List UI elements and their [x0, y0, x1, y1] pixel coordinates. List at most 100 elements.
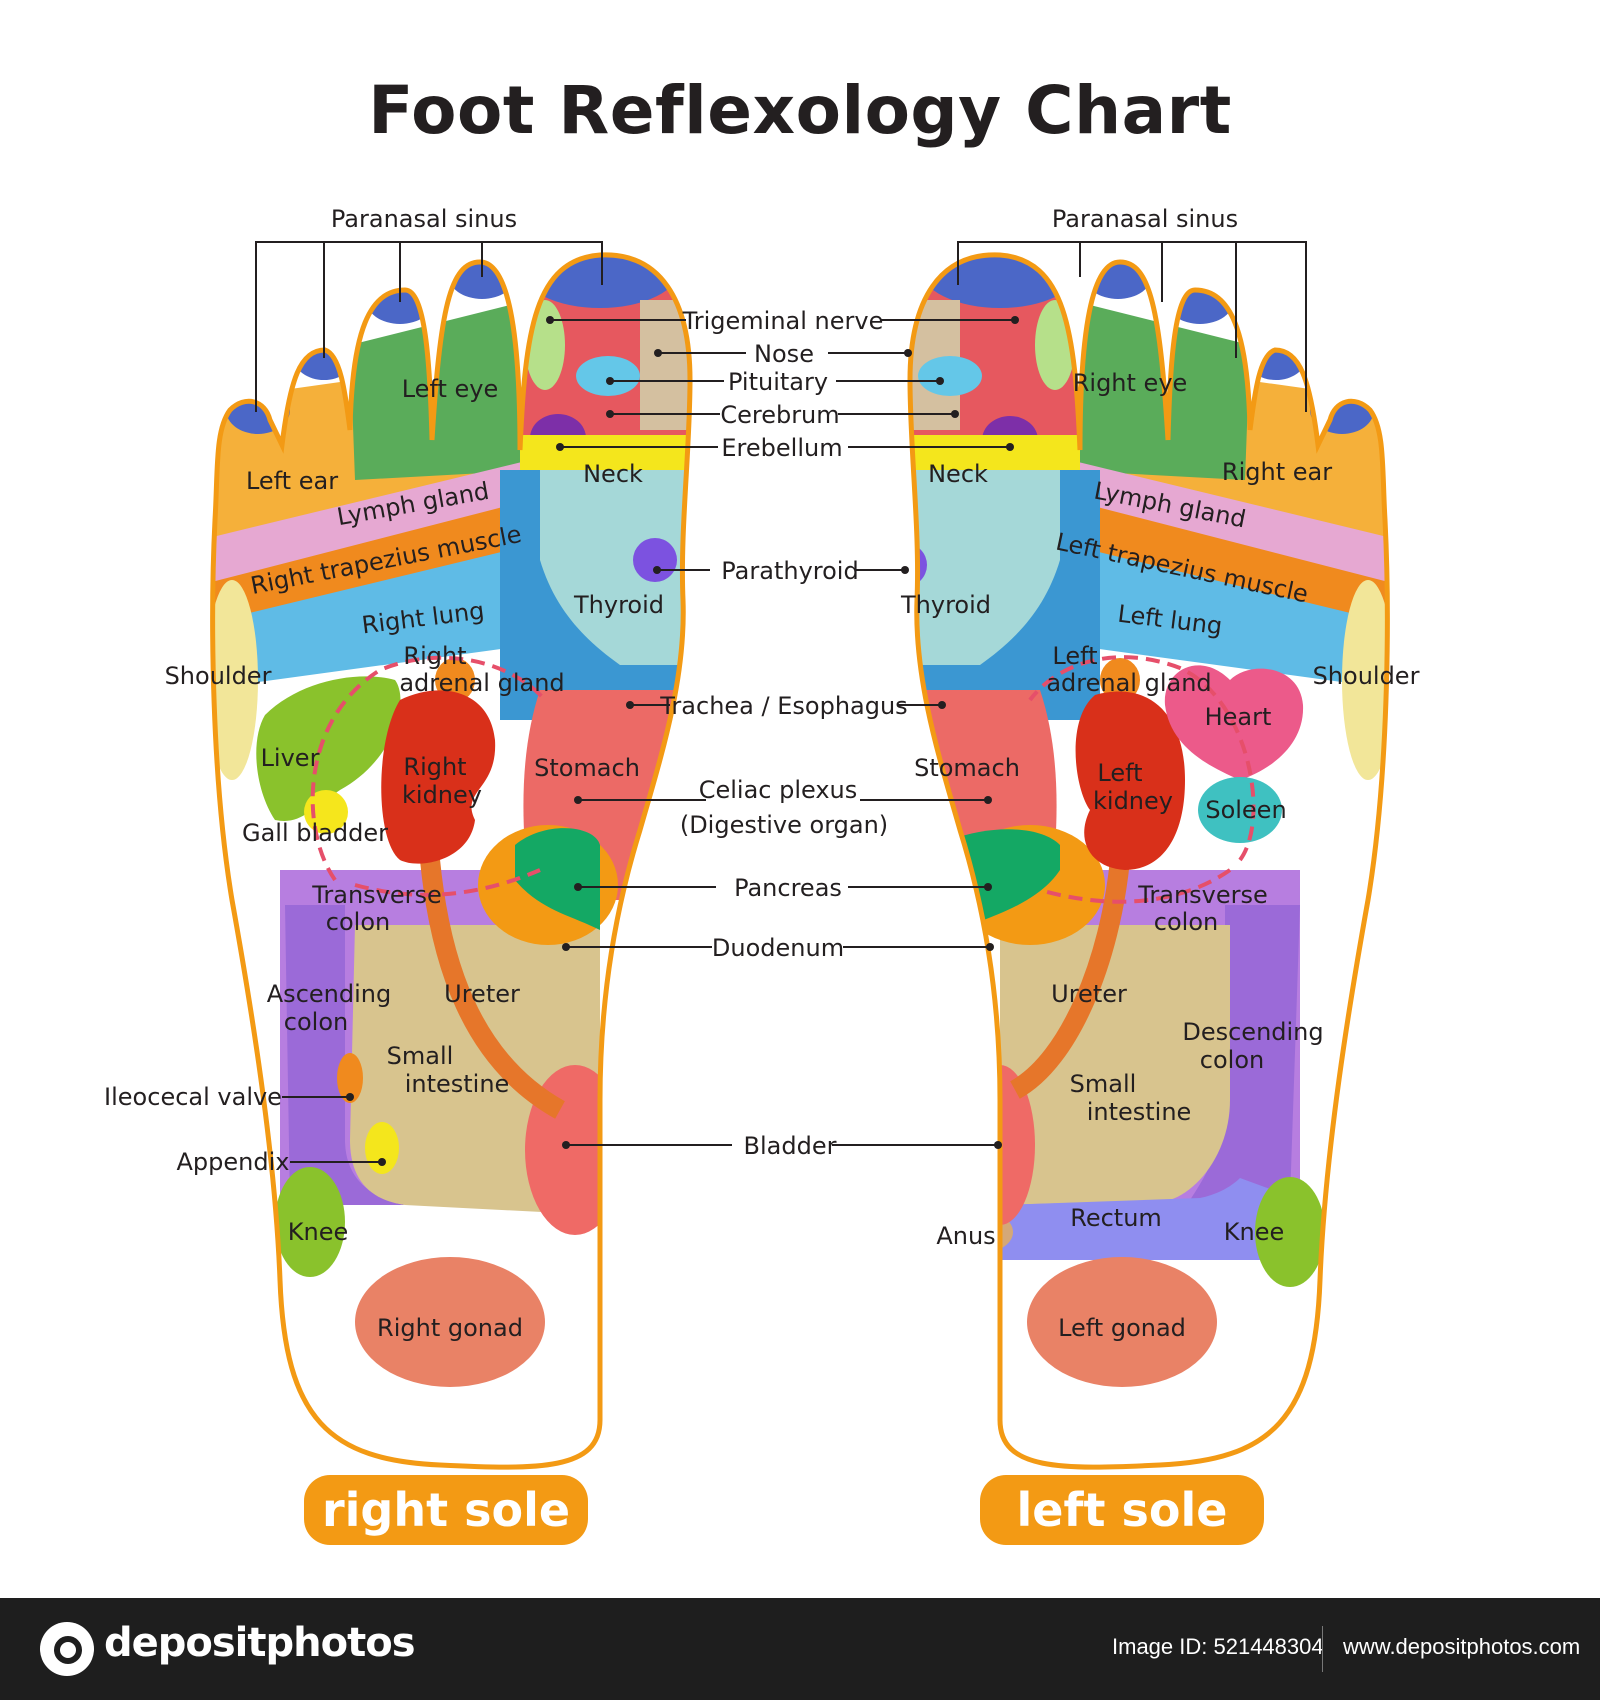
label-right-ear: Right ear — [1222, 458, 1332, 486]
label-descending-1: Descending — [1182, 1018, 1323, 1046]
label-appendix: Appendix — [177, 1148, 290, 1176]
right-sole-badge: right sole — [304, 1475, 588, 1545]
right-toe-tip-5 — [226, 386, 290, 434]
right-pituitary-zone — [576, 356, 640, 396]
label-right-adrenal-2: adrenal gland — [399, 669, 564, 697]
label-paranasal-left: Paranasal sinus — [1052, 205, 1238, 233]
right-big-toe-tip — [520, 254, 680, 308]
label-left-kidney-2: kidney — [1093, 787, 1173, 815]
label-erebellum: Erebellum — [721, 434, 842, 462]
label-left-knee: Knee — [1224, 1218, 1284, 1246]
left-lung-zone — [1070, 545, 1388, 690]
left-sole-foot — [907, 252, 1390, 1470]
label-left-small-2: intestine — [1087, 1098, 1192, 1126]
right-ileocecal-zone — [337, 1053, 363, 1103]
right-liver-zone — [256, 676, 401, 821]
leader-lines — [255, 241, 1307, 1163]
left-toe-tip-5 — [1310, 386, 1374, 434]
left-adrenal-zone — [1100, 658, 1140, 702]
label-left-thyroid: Thyroid — [900, 591, 991, 619]
label-nose: Nose — [754, 340, 814, 368]
left-parathyroid-zone — [910, 543, 927, 587]
leader-dots — [346, 316, 1019, 1166]
label-left-transverse-1: Transverse — [1137, 881, 1268, 909]
label-left-shoulder: Shoulder — [1313, 662, 1420, 690]
label-left-kidney-1: Left — [1097, 759, 1142, 787]
label-right-neck: Neck — [583, 460, 643, 488]
right-shoulder-zone — [212, 580, 258, 780]
label-ileocecal: Ileocecal valve — [104, 1083, 282, 1111]
label-right-gonad: Right gonad — [377, 1314, 523, 1342]
label-celiac-1: Celiac plexus — [699, 776, 858, 804]
site-url[interactable]: www.depositphotos.com — [1343, 1634, 1581, 1659]
label-ascending-2: colon — [284, 1008, 348, 1036]
label-right-small-2: intestine — [405, 1070, 510, 1098]
left-dashed-line-2 — [1039, 868, 1232, 904]
left-small-intestine — [1000, 925, 1230, 1205]
right-knee-zone — [275, 1167, 345, 1277]
label-right-transverse-1: Transverse — [311, 881, 442, 909]
label-right-stomach: Stomach — [534, 754, 640, 782]
footer-divider — [1322, 1626, 1323, 1672]
left-sole-badge: left sole — [980, 1475, 1264, 1545]
label-liver: Liver — [261, 744, 320, 772]
label-left-adrenal-2: adrenal gland — [1046, 669, 1211, 697]
left-toe-tip-4 — [1246, 336, 1306, 380]
label-left-ureter: Ureter — [1051, 980, 1127, 1008]
label-parathyroid: Parathyroid — [721, 557, 858, 585]
depositphotos-logo-icon — [40, 1622, 94, 1676]
label-paranasal-right: Paranasal sinus — [331, 205, 517, 233]
label-right-kidney-2: kidney — [402, 781, 482, 809]
right-pancreas-zone — [515, 828, 600, 930]
paranasal-bracket-right — [255, 241, 603, 412]
right-trapezius-zone — [212, 500, 530, 625]
right-foot-outline — [210, 252, 693, 1470]
left-kidney-zone — [1075, 691, 1185, 870]
left-rectum-zone — [1000, 1178, 1300, 1260]
label-right-ureter: Ureter — [444, 980, 520, 1008]
right-dashed-line-2 — [354, 868, 541, 897]
label-anus: Anus — [936, 1222, 995, 1250]
paranasal-bracket-left — [957, 241, 1307, 412]
label-bladder: Bladder — [744, 1132, 837, 1160]
label-spleen: Soleen — [1205, 796, 1286, 824]
brand-name: depositphotos — [104, 1620, 416, 1666]
label-trachea: Trachea / Esophagus — [659, 692, 907, 720]
right-ureter — [420, 859, 565, 1119]
label-left-stomach: Stomach — [914, 754, 1020, 782]
label-right-knee: Knee — [288, 1218, 348, 1246]
footer-bar: depositphotos Image ID: 521448304 www.de… — [0, 1598, 1600, 1700]
right-parathyroid-zone — [633, 538, 677, 582]
label-descending-2: colon — [1200, 1046, 1264, 1074]
left-trapezius-zone — [1070, 500, 1388, 625]
label-left-adrenal-1: Left — [1052, 642, 1097, 670]
left-spleen-zone — [1198, 777, 1282, 843]
label-duodenum: Duodenum — [712, 934, 844, 962]
left-ureter — [1009, 859, 1130, 1099]
label-ascending-1: Ascending — [267, 980, 391, 1008]
left-eye-zone — [1060, 300, 1250, 480]
label-left-small-1: Small — [1070, 1070, 1137, 1098]
left-lymph-zone — [1070, 460, 1388, 585]
left-dashed-line — [1028, 655, 1256, 862]
left-shoulder-zone — [1342, 580, 1388, 780]
label-right-small-1: Small — [387, 1042, 454, 1070]
left-pituitary-zone — [918, 356, 982, 396]
label-right-transverse-2: colon — [326, 908, 390, 936]
right-thyroid-zone — [540, 470, 690, 665]
right-lung-zone — [212, 545, 530, 690]
label-left-neck: Neck — [928, 460, 988, 488]
label-celiac-2: (Digestive organ) — [680, 811, 888, 839]
center-labels: Paranasal sinus Paranasal sinus Trigemin… — [104, 205, 1238, 1176]
label-right-eye: Right eye — [1073, 369, 1188, 397]
label-gall-bladder: Gall bladder — [242, 819, 388, 847]
right-gonad-zone — [355, 1257, 545, 1387]
left-big-toe-tip — [920, 254, 1080, 308]
left-thyroid-zone — [910, 470, 1060, 665]
left-descending-colon — [1190, 905, 1300, 1200]
label-cerebrum: Cerebrum — [720, 401, 839, 429]
label-left-gonad: Left gonad — [1058, 1314, 1186, 1342]
label-left-eye: Left eye — [402, 375, 499, 403]
right-eye-zone — [350, 300, 540, 480]
chart-title: Foot Reflexology Chart — [368, 72, 1232, 149]
